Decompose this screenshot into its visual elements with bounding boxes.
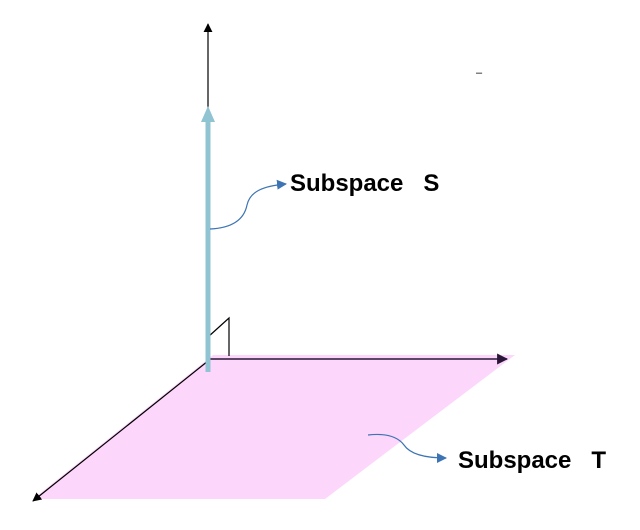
right-angle-marker bbox=[207, 316, 230, 356]
stray-dash-mark: – bbox=[476, 67, 483, 79]
subspace-t-label: Subspace T bbox=[458, 447, 606, 474]
subspace-s-callout-arrow bbox=[209, 179, 287, 230]
subspace-t-callout-arrow bbox=[367, 433, 447, 463]
subspace-s-label: Subspace S bbox=[290, 170, 439, 197]
subspace-t-plane bbox=[33, 355, 515, 499]
subspace-s-arrowhead bbox=[201, 106, 215, 122]
y-axis-arrow bbox=[32, 360, 209, 502]
